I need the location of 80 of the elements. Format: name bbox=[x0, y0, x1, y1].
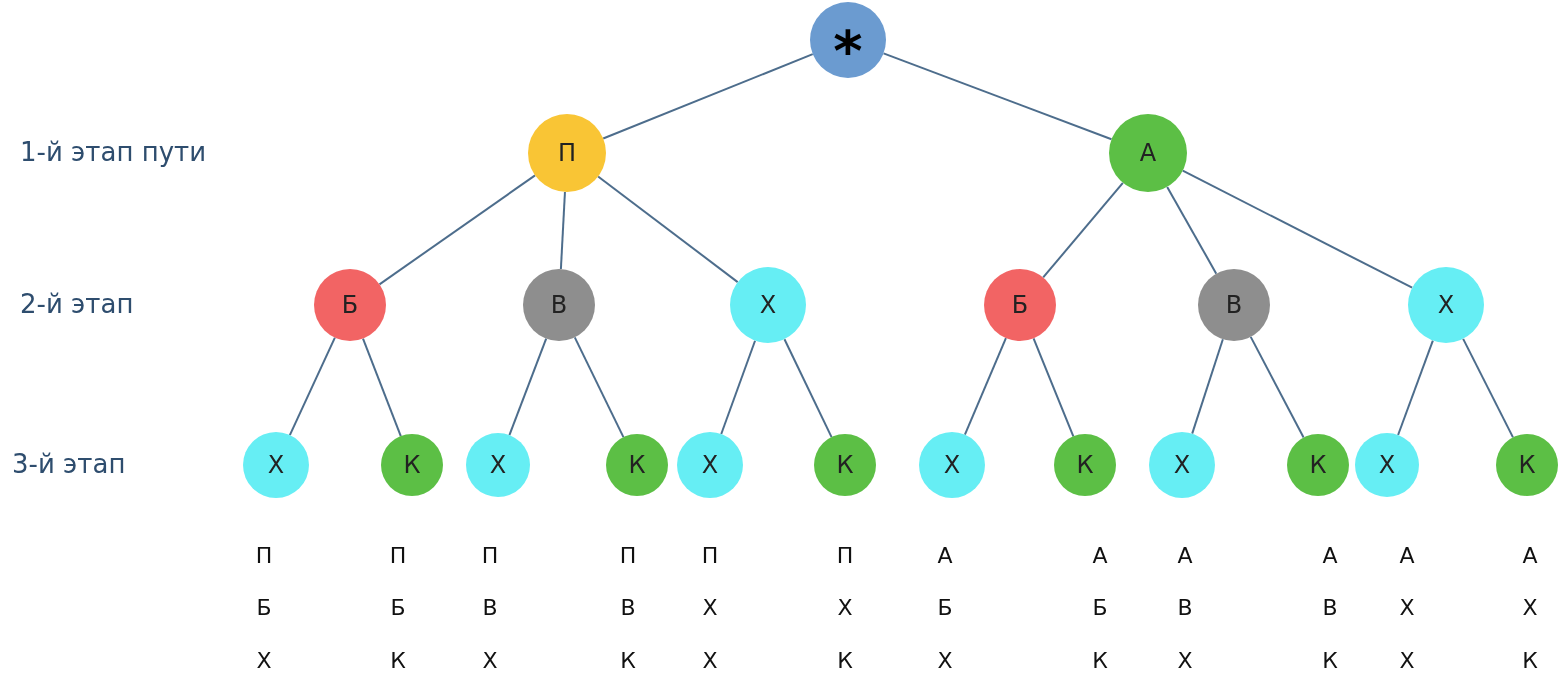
connector-line bbox=[597, 175, 739, 284]
connector-line bbox=[378, 174, 537, 286]
path-letter: А bbox=[1398, 545, 1416, 567]
connector-line bbox=[1249, 335, 1305, 439]
connector-line bbox=[1181, 169, 1414, 289]
path-letter: В bbox=[619, 597, 637, 619]
path-letter: Х bbox=[255, 650, 273, 672]
path-letter: К bbox=[1091, 650, 1109, 672]
node-letter: Х bbox=[943, 450, 961, 481]
path-letter: Х bbox=[1398, 650, 1416, 672]
path-letter: К bbox=[389, 650, 407, 672]
path-letter: П bbox=[480, 545, 500, 567]
path-letter: Б bbox=[389, 597, 407, 619]
path-letter: П bbox=[835, 545, 855, 567]
path-letter: Х bbox=[1176, 650, 1194, 672]
path-letter: Б bbox=[1091, 597, 1109, 619]
node-letter: К bbox=[1518, 450, 1536, 481]
connector-line bbox=[1166, 185, 1218, 275]
node-letter: Б bbox=[1011, 290, 1029, 321]
node-letter: К bbox=[628, 450, 646, 481]
node-letter: П bbox=[557, 138, 576, 169]
path-letter: А bbox=[1176, 545, 1194, 567]
node-letter: К bbox=[1076, 450, 1094, 481]
connector-line bbox=[882, 52, 1113, 141]
path-letter: Б bbox=[255, 597, 273, 619]
node-letter: * bbox=[833, 23, 863, 79]
connector-line bbox=[720, 339, 757, 435]
path-letter: Х bbox=[836, 597, 854, 619]
node-letter: Б bbox=[341, 290, 359, 321]
node-letter: К bbox=[403, 450, 421, 481]
path-letter: А bbox=[936, 545, 954, 567]
path-letter: П bbox=[618, 545, 638, 567]
path-letter: Х bbox=[936, 650, 954, 672]
connector-line bbox=[602, 53, 814, 140]
path-letter: Х bbox=[1398, 597, 1416, 619]
path-letter: Х bbox=[701, 650, 719, 672]
path-letter: К bbox=[1321, 650, 1339, 672]
path-letter: П bbox=[700, 545, 720, 567]
connector-line bbox=[1462, 337, 1514, 439]
path-letter: К bbox=[619, 650, 637, 672]
path-letter: П bbox=[388, 545, 408, 567]
connector-line bbox=[362, 337, 402, 438]
node-letter: Х bbox=[267, 450, 285, 481]
stage-label: 3-й этап bbox=[12, 451, 126, 477]
connector-line bbox=[1397, 339, 1434, 436]
path-letter: А bbox=[1091, 545, 1109, 567]
path-letter: В bbox=[1321, 597, 1339, 619]
connector-line bbox=[1032, 337, 1075, 438]
node-letter: В bbox=[550, 290, 568, 321]
node-letter: К bbox=[1309, 450, 1327, 481]
path-letter: А bbox=[1321, 545, 1339, 567]
node-letter: Х bbox=[1173, 450, 1191, 481]
stage-label: 2-й этап bbox=[20, 291, 134, 317]
path-letter: К bbox=[1521, 650, 1539, 672]
path-letter: Х bbox=[1521, 597, 1539, 619]
node-letter: Х bbox=[1437, 290, 1455, 321]
path-letter: Х bbox=[481, 650, 499, 672]
path-letter: П bbox=[254, 545, 274, 567]
path-letter: В bbox=[481, 597, 499, 619]
connector-line bbox=[963, 337, 1007, 436]
connector-line bbox=[508, 337, 548, 437]
node-letter: Х bbox=[701, 450, 719, 481]
connector-line bbox=[288, 336, 336, 437]
connector-line bbox=[559, 190, 566, 271]
node-letter: Х bbox=[489, 450, 507, 481]
path-letter: К bbox=[836, 650, 854, 672]
connector-line bbox=[1042, 181, 1124, 279]
node-letter: Х bbox=[1378, 450, 1396, 481]
path-letter: Х bbox=[701, 597, 719, 619]
node-letter: Х bbox=[759, 290, 777, 321]
node-letter: В bbox=[1225, 290, 1243, 321]
connector-line bbox=[1191, 338, 1224, 435]
path-letter: В bbox=[1176, 597, 1194, 619]
path-letter: Б bbox=[936, 597, 954, 619]
path-letter: А bbox=[1521, 545, 1539, 567]
connector-line bbox=[783, 338, 833, 439]
node-letter: А bbox=[1139, 138, 1157, 169]
stage-label: 1-й этап пути bbox=[20, 139, 207, 165]
connector-line bbox=[573, 336, 625, 439]
node-letter: К bbox=[836, 450, 854, 481]
